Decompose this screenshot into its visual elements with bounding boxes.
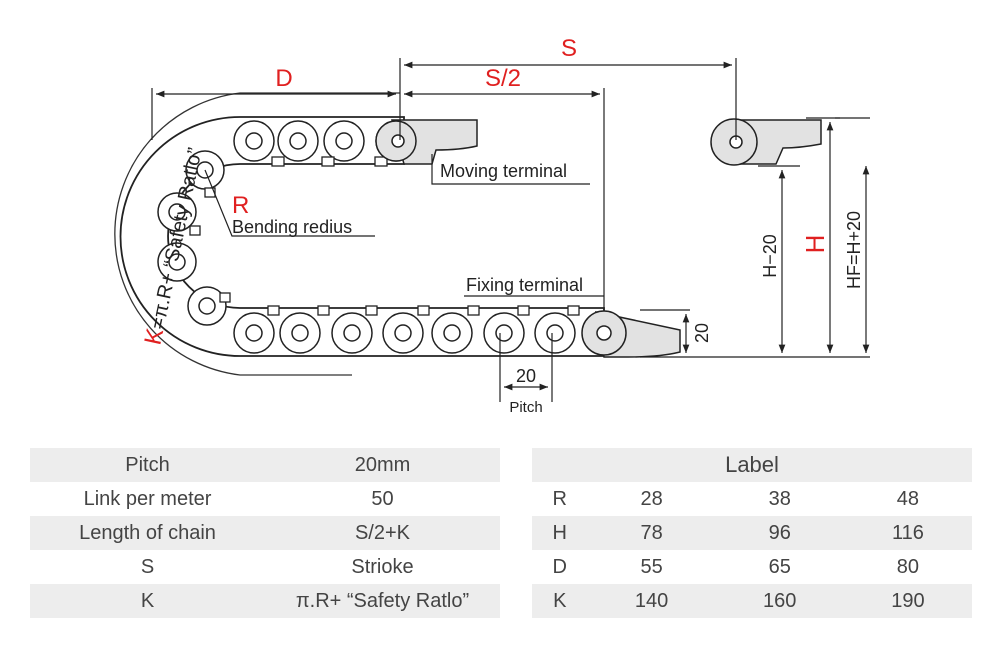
label-key: K <box>532 584 588 618</box>
label-table-header: Label <box>532 448 972 482</box>
spec-value: π.R+ “Safety Ratlo” <box>265 584 500 618</box>
label-value: 116 <box>843 516 972 550</box>
dimension-h-minus-20: H−20 <box>760 234 780 278</box>
sweep-envelope <box>114 92 400 376</box>
table-row: S Strioke <box>30 550 500 584</box>
spec-param: Pitch <box>30 448 265 482</box>
label-value: 78 <box>587 516 716 550</box>
table-row: Link per meter 50 <box>30 482 500 516</box>
dimension-h-label: H <box>800 235 830 254</box>
table-row: H 78 96 116 <box>532 516 972 550</box>
dimension-s-half-label: S/2 <box>485 65 521 92</box>
dimension-d-label: D <box>275 65 292 92</box>
label-value: 96 <box>715 516 844 550</box>
label-value: 140 <box>587 584 716 618</box>
table-row: D 55 65 80 <box>532 550 972 584</box>
dimension-lines <box>151 58 870 402</box>
link-tabs <box>189 156 580 316</box>
table-header-row: Label <box>532 448 972 482</box>
label-key: R <box>552 487 567 510</box>
spec-value: Strioke <box>351 555 414 578</box>
k-letter: K <box>139 326 169 347</box>
moving-terminal-shifted <box>710 118 822 166</box>
dimension-20-vertical: 20 <box>692 323 712 343</box>
label-value: 80 <box>896 555 920 578</box>
drag-chain-diagram: S S/2 D R Bending redius Moving terminal… <box>114 35 870 416</box>
label-value: 48 <box>896 487 920 510</box>
label-value: 38 <box>768 487 791 510</box>
spec-value: S/2+K <box>265 516 500 550</box>
bending-radius-label: Bending redius <box>232 217 352 237</box>
moving-terminal-block <box>375 119 478 165</box>
moving-terminal-label: Moving terminal <box>440 161 567 181</box>
table-row: R 28 38 48 <box>532 482 972 516</box>
fixing-terminal-label: Fixing terminal <box>466 275 583 295</box>
spec-value: 20mm <box>265 448 500 482</box>
spec-param: S <box>140 555 155 578</box>
label-key: H <box>532 516 588 550</box>
fixing-terminal-block <box>581 310 681 358</box>
label-value: 55 <box>640 555 663 578</box>
label-key: D <box>552 555 567 578</box>
spec-value: 50 <box>371 487 394 510</box>
label-value: 28 <box>640 487 663 510</box>
spec-param: Length of chain <box>30 516 265 550</box>
spec-param: K <box>30 584 265 618</box>
label-value: 160 <box>715 584 844 618</box>
label-table: Label R 28 38 48 H 78 96 116 D 55 65 80 … <box>532 448 972 618</box>
label-value: 65 <box>768 555 791 578</box>
pitch-dimension-value: 20 <box>516 366 536 386</box>
table-row: K 140 160 190 <box>532 584 972 618</box>
spec-param: Link per meter <box>83 487 212 510</box>
dimension-hf-label: HF=H+20 <box>844 211 864 289</box>
label-value: 190 <box>843 584 972 618</box>
dimension-s-label: S <box>561 35 577 62</box>
radius-r-label: R <box>232 192 249 219</box>
pitch-caption: Pitch <box>509 399 542 416</box>
